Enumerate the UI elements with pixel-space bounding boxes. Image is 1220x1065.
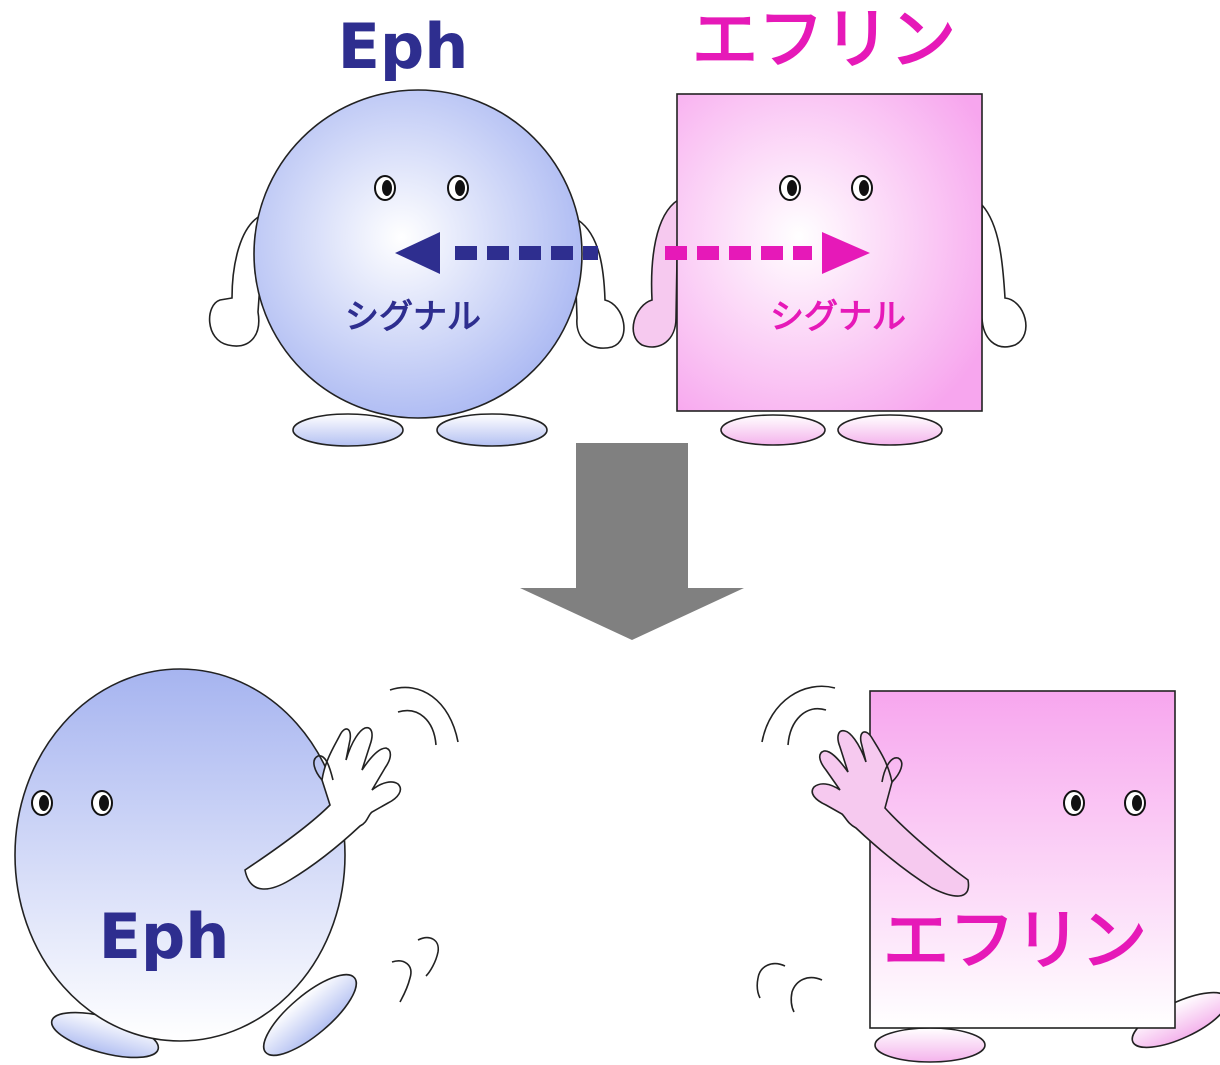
ephrin-left-foot [720,414,826,446]
ephrin-bottom-left-foot [874,1027,986,1063]
ephrin-step-motion-lines [756,962,823,1013]
eph-step-motion-lines [391,936,440,1003]
ephrin-signal-arrow [665,232,870,274]
ephrin-bottom-eyes [1063,790,1146,816]
ephrin-hand-thumb [881,757,903,783]
ephrin-title-bottom: エフリン [883,902,1147,979]
eph-title-bottom: Eph [99,900,230,973]
eph-bottom-right-foot [262,973,358,1057]
ephrin-eyes [779,175,873,201]
eph-left-arm [208,213,263,347]
eph-title-top: Eph [338,10,469,83]
eph-wave-motion-lines [389,686,459,746]
eph-signal-arrow [395,232,598,274]
eph-waving-arm [244,726,402,890]
eph-character-bottom: Eph [14,668,459,1059]
ephrin-wave-motion-lines [761,685,836,746]
ephrin-waving-arm [811,729,970,897]
eph-left-foot [292,413,404,447]
ephrin-character-bottom: エフリン [756,685,1220,1063]
ephrin-title-top: エフリン [692,1,956,78]
eph-bottom-eyes [31,790,113,816]
eph-character-top [208,89,625,447]
top-scene: Eph エフリン シグナル シグナル [208,1,1027,447]
ephrin-right-arm [981,202,1027,348]
ephrin-right-foot [837,414,943,446]
down-arrow [520,443,744,640]
eph-bottom-body [14,668,346,1042]
eph-hand-thumb [313,755,334,781]
eph-right-arm [574,218,625,349]
bottom-scene: Eph [14,668,1220,1063]
ephrin-left-arm [632,198,679,348]
eph-right-foot [436,413,548,447]
eph-eyes [374,175,469,201]
ephrin-signal-label: シグナル [770,297,906,337]
eph-signal-label: シグナル [345,297,481,337]
